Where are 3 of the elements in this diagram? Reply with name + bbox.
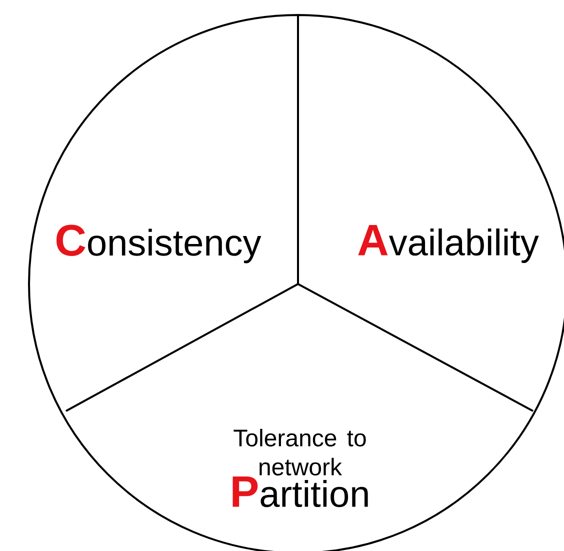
- sector-label: Availability: [358, 225, 539, 263]
- sector-label: Tolerance to network Partition: [232, 428, 368, 508]
- sector-label: Consistency: [56, 224, 262, 264]
